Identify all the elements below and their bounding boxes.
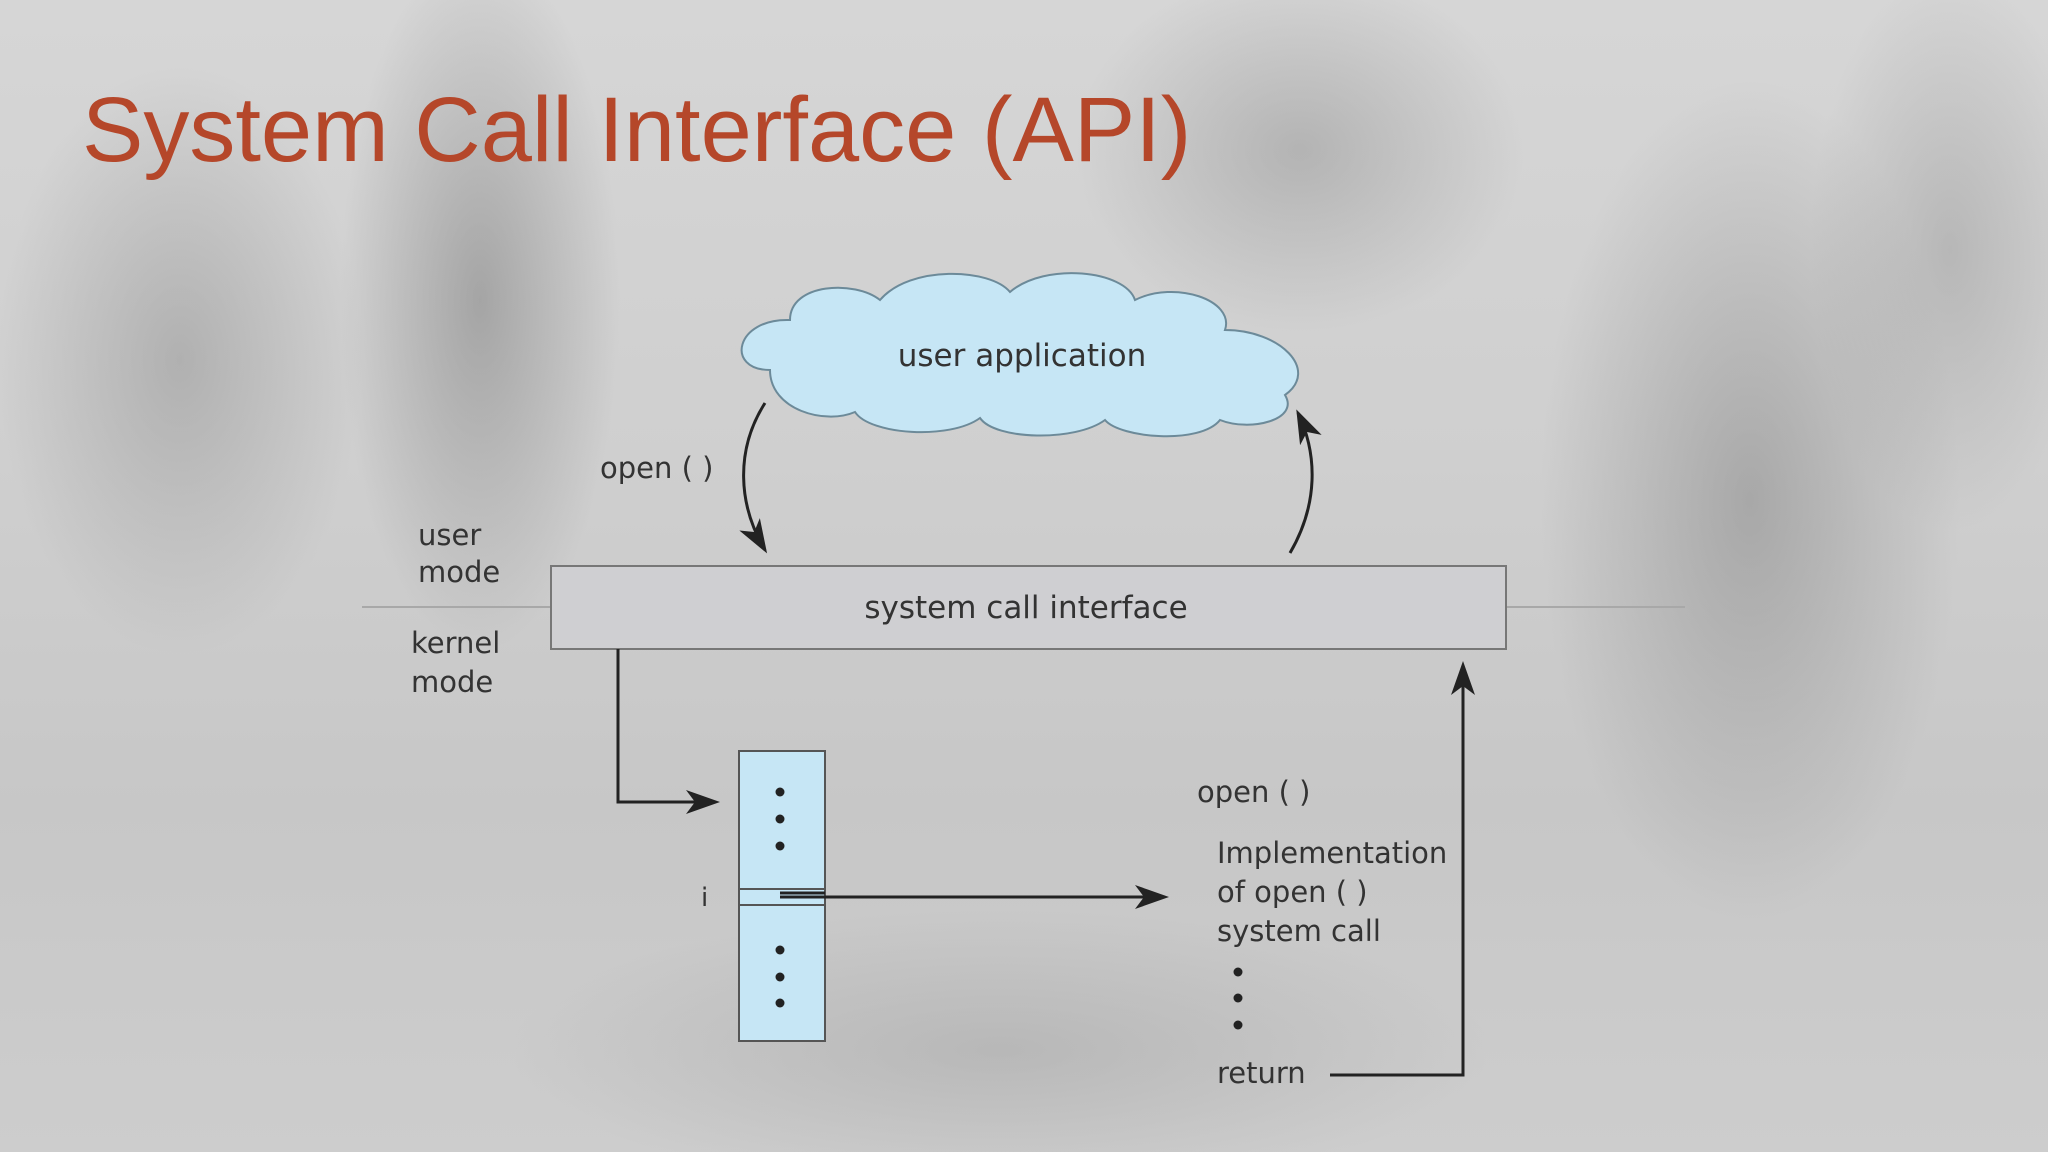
implementation-label-line2: of open ( ) xyxy=(1217,875,1368,909)
slide-title: System Call Interface (API) xyxy=(82,79,1192,181)
table-dot xyxy=(775,841,785,851)
table-dot xyxy=(775,787,785,797)
table-dot xyxy=(775,972,785,982)
return-label: return xyxy=(1217,1056,1306,1090)
table-index-label: i xyxy=(701,883,708,913)
system-call-interface-bar: system call interface xyxy=(550,565,1507,650)
return-arrow xyxy=(1330,661,1475,1077)
user-mode-label-line1: user xyxy=(418,518,481,552)
implementation-dot xyxy=(1233,1020,1243,1030)
implementation-open-label: open ( ) xyxy=(1197,775,1310,809)
open-call-label: open ( ) xyxy=(600,451,713,485)
table-dot xyxy=(775,998,785,1008)
implementation-label-line3: system call xyxy=(1217,914,1381,948)
implementation-dot xyxy=(1233,967,1243,977)
system-call-interface-label: system call interface xyxy=(864,590,1187,626)
table-dot xyxy=(775,814,785,824)
kernel-mode-label-line2: mode xyxy=(411,665,493,699)
table-dot xyxy=(775,945,785,955)
dispatch-arrow xyxy=(616,649,720,814)
user-mode-label-line2: mode xyxy=(418,555,500,589)
user-application-label: user application xyxy=(898,338,1146,374)
return-to-user-arrow xyxy=(1288,409,1322,554)
implementation-label-line1: Implementation xyxy=(1217,836,1447,870)
user-application-cloud: user application xyxy=(740,272,1299,438)
implementation-dot xyxy=(1233,993,1243,1003)
open-call-arrow xyxy=(739,402,768,554)
kernel-mode-label-line1: kernel xyxy=(411,626,500,660)
